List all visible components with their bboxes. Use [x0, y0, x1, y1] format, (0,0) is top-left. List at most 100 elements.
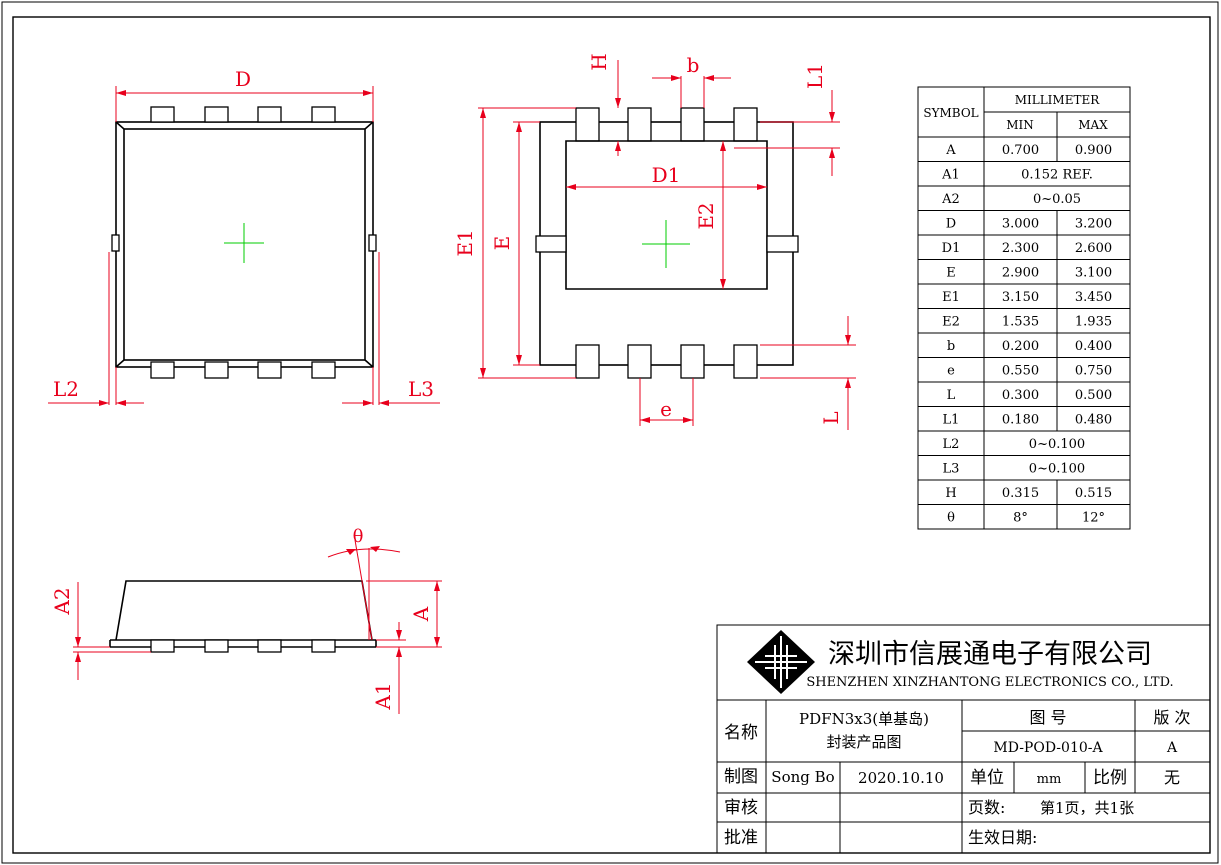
unit-value: mm [1037, 772, 1062, 787]
side-lead-2 [204, 639, 229, 653]
bv-bottom-lead-2 [627, 344, 652, 379]
table-cell-symbol: E [946, 265, 956, 280]
dim-label-b: b [687, 53, 700, 77]
table-cell-max: 0.400 [1075, 339, 1112, 354]
table-cell-value: 0~0.100 [1029, 437, 1085, 452]
bv-right-tab [766, 235, 799, 253]
table-cell-symbol: H [945, 486, 956, 501]
bv-top-lead-4 [733, 107, 758, 142]
dim-label-E: E [490, 236, 514, 251]
inner-border [12, 16, 1211, 854]
dim-label-A1: A1 [371, 682, 395, 710]
table-cell-min: 3.150 [1002, 290, 1039, 305]
bottom-lead-1 [150, 361, 175, 379]
drawn-label: 制图 [724, 767, 758, 787]
product-name-line1: PDFN3x3(单基岛) [799, 710, 929, 728]
drawing-no-label: 图 号 [1029, 708, 1066, 727]
table-cell-min: 2.300 [1002, 241, 1039, 256]
side-lead-4 [311, 639, 336, 653]
dim-label-L2: L2 [53, 377, 79, 401]
side-view-mold [115, 580, 373, 641]
bottom-lead-4 [311, 361, 336, 379]
review-label: 审核 [724, 798, 758, 818]
right-tab [368, 234, 377, 252]
dim-label-D: D [235, 67, 251, 91]
table-cell-symbol: b [947, 339, 955, 354]
dim-label-e: e [660, 397, 672, 421]
product-name-line2: 封装产品图 [826, 733, 901, 751]
table-cell-symbol: θ [947, 510, 955, 525]
table-cell-min: 3.000 [1002, 216, 1039, 231]
top-lead-3 [257, 106, 282, 123]
table-cell-min: 0.315 [1002, 486, 1039, 501]
side-view: θ A A1 A2 [50, 526, 442, 714]
dim-label-L3: L3 [408, 377, 434, 401]
top-view-inner [123, 128, 366, 361]
dim-label-D1: D1 [652, 163, 681, 187]
bottom-lead-2 [204, 361, 229, 379]
company-name-en: SHENZHEN XINZHANTONG ELECTRONICS CO., LT… [806, 675, 1173, 690]
table-cell-min: 1.535 [1002, 314, 1039, 329]
bv-top-lead-1 [575, 107, 600, 142]
top-lead-4 [311, 106, 336, 123]
top-lead-2 [204, 106, 229, 123]
table-cell-max: 0.480 [1075, 412, 1112, 427]
drawn-date: 2020.10.10 [858, 769, 944, 787]
bv-top-lead-3 [680, 107, 705, 142]
table-cell-min: 2.900 [1002, 265, 1039, 280]
version-label: 版 次 [1153, 708, 1190, 727]
table-cell-max: 0.750 [1075, 363, 1112, 378]
table-cell-symbol: D [946, 216, 956, 231]
table-cell-symbol: L2 [943, 437, 960, 452]
top-lead-1 [150, 106, 175, 123]
dim-label-L: L [819, 411, 843, 424]
name-label: 名称 [724, 723, 758, 743]
table-cell-max: 1.935 [1075, 314, 1112, 329]
table-cell-max: 3.200 [1075, 216, 1112, 231]
table-cell-symbol: L3 [943, 461, 960, 476]
table-cell-symbol: E2 [942, 314, 960, 329]
approve-label: 批准 [724, 828, 758, 848]
drawing-no: MD-POD-010-A [993, 740, 1103, 756]
table-cell-min: 8° [1013, 510, 1028, 525]
dim-label-A2: A2 [50, 587, 74, 615]
table-cell-max: 0.515 [1075, 486, 1112, 501]
dim-label-L1: L1 [803, 63, 827, 89]
scale-label: 比例 [1093, 768, 1127, 788]
dim-label-E2: E2 [694, 202, 718, 229]
bottom-lead-3 [257, 361, 282, 379]
table-cell-min: 0.700 [1002, 143, 1039, 158]
table-header-min: MIN [1006, 118, 1034, 132]
table-cell-symbol: e [947, 363, 955, 378]
table-cell-value: 0.152 REF. [1021, 167, 1093, 182]
bottom-view: H b L1 D1 E2 E1 [453, 53, 856, 430]
effective-date-label: 生效日期: [968, 828, 1037, 847]
dim-label-A: A [409, 606, 433, 622]
bv-bottom-lead-3 [680, 344, 705, 379]
unit-label: 单位 [970, 768, 1004, 788]
table-cell-min: 0.550 [1002, 363, 1039, 378]
dim-label-H: H [587, 53, 611, 70]
table-cell-max: 12° [1082, 510, 1105, 525]
side-lead-1 [150, 639, 175, 653]
left-tab [111, 234, 120, 252]
table-cell-min: 0.300 [1002, 388, 1039, 403]
table-cell-max: 3.450 [1075, 290, 1112, 305]
side-lead-3 [257, 639, 282, 653]
dim-label-theta: θ [353, 526, 364, 547]
bv-bottom-lead-1 [575, 344, 600, 379]
table-cell-symbol: E1 [942, 290, 960, 305]
title-block: 深圳市信展通电子有限公司 SHENZHEN XINZHANTONG ELECTR… [716, 624, 1211, 854]
table-cell-min: 0.180 [1002, 412, 1039, 427]
pages-label: 页数: [968, 798, 1005, 817]
table-header-symbol: SYMBOL [923, 106, 978, 120]
table-cell-symbol: A2 [941, 192, 960, 207]
scale-value: 无 [1164, 768, 1180, 787]
table-cell-symbol: D1 [942, 241, 961, 256]
bv-top-lead-2 [627, 107, 652, 142]
company-logo [747, 630, 815, 694]
table-cell-value: 0~0.100 [1029, 461, 1085, 476]
table-cell-min: 0.200 [1002, 339, 1039, 354]
drawn-by: Song Bo [771, 768, 834, 786]
